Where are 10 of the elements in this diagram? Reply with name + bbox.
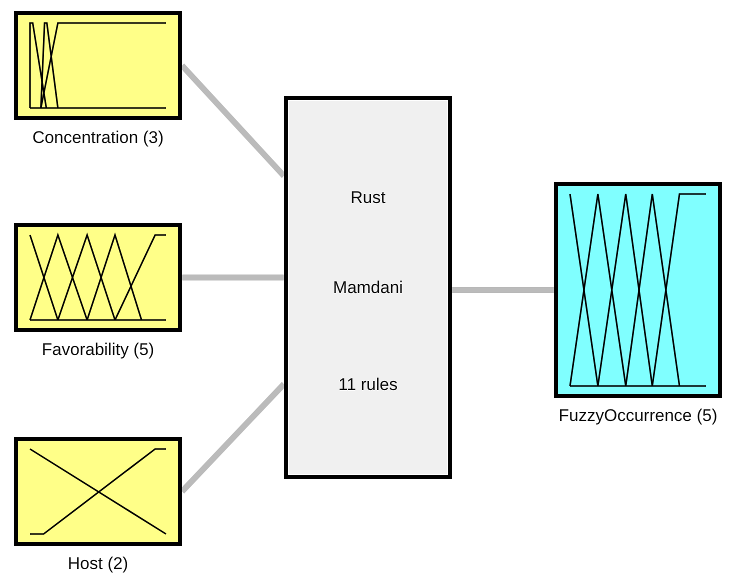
variable-label: FuzzyOccurrence (5) [558, 406, 718, 426]
inference-method: Mamdani [332, 278, 404, 298]
variable-label: Host (2) [68, 554, 128, 574]
connector-line [182, 274, 284, 280]
rule-count: 11 rules [337, 375, 399, 395]
connector-line [452, 287, 554, 293]
variable-label: Favorability (5) [42, 340, 154, 360]
variable-label: Concentration (3) [32, 128, 164, 148]
system-name: Rust [350, 188, 386, 208]
inference-system-box [284, 96, 452, 479]
